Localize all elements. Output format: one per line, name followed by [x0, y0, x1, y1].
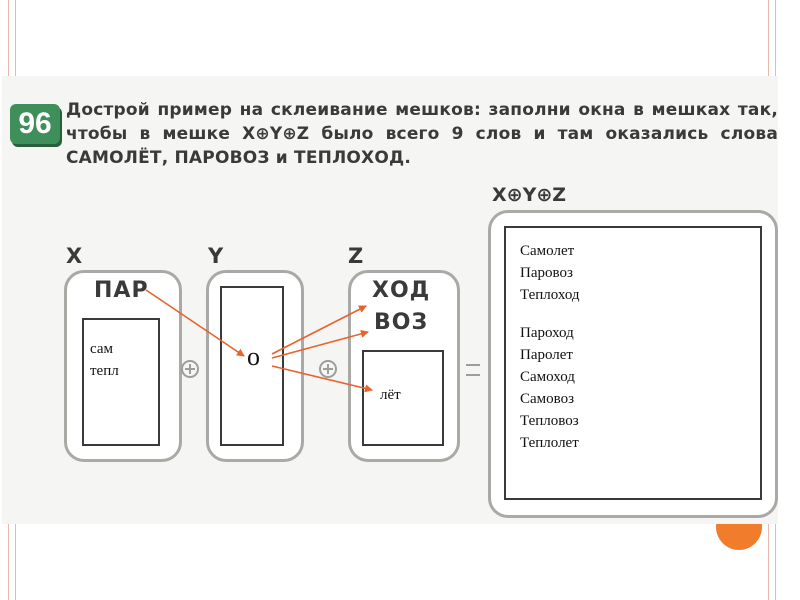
- result-word: Самовоз: [520, 391, 575, 407]
- bag-x-window[interactable]: [82, 318, 160, 446]
- arrow-par-to-o: [145, 289, 245, 357]
- bag-z-word-1: ХОД: [372, 278, 431, 303]
- bag-y-handwritten: о: [247, 342, 260, 371]
- result-word: Теплолет: [520, 435, 579, 451]
- label-x: X: [66, 244, 83, 268]
- result-group-1: Самолет Паровоз Теплоход: [520, 240, 580, 306]
- result-word: Самоход: [520, 369, 575, 385]
- bag-x-handwritten-2: тепл: [90, 363, 119, 379]
- plus-circle-icon: [319, 360, 337, 378]
- result-word: Паровоз: [520, 265, 573, 281]
- result-word: Паролет: [520, 347, 573, 363]
- bag-x-handwritten-1: сам: [90, 341, 113, 357]
- bag-z-window[interactable]: [362, 350, 444, 446]
- arrow-o-to-let: [271, 365, 373, 393]
- bag-x-word: ПАР: [94, 278, 149, 303]
- arrow-o-to-voz: [271, 329, 369, 359]
- arrow-o-to-hod: [271, 305, 367, 355]
- result-word: Теплоход: [520, 287, 580, 303]
- plus-circle-icon: [181, 360, 199, 378]
- bag-z-word-2: ВОЗ: [374, 310, 429, 335]
- equals-sign: [466, 364, 480, 376]
- label-sum: X⊕Y⊕Z: [492, 184, 567, 206]
- result-word: Пароход: [520, 325, 574, 341]
- bag-y-window[interactable]: [220, 286, 284, 446]
- result-word: Тепловоз: [520, 413, 579, 429]
- bag-sum-window[interactable]: [504, 226, 762, 500]
- label-z: Z: [348, 244, 364, 268]
- result-group-2: Пароход Паролет Самоход Самовоз Тепловоз…: [520, 322, 579, 454]
- task-number-badge: 96: [10, 104, 60, 144]
- result-word: Самолет: [520, 243, 575, 259]
- task-text: Дострой пример на склеивание мешков: зап…: [66, 100, 778, 168]
- label-y: Y: [208, 244, 224, 268]
- bag-z-handwritten: лёт: [380, 387, 401, 403]
